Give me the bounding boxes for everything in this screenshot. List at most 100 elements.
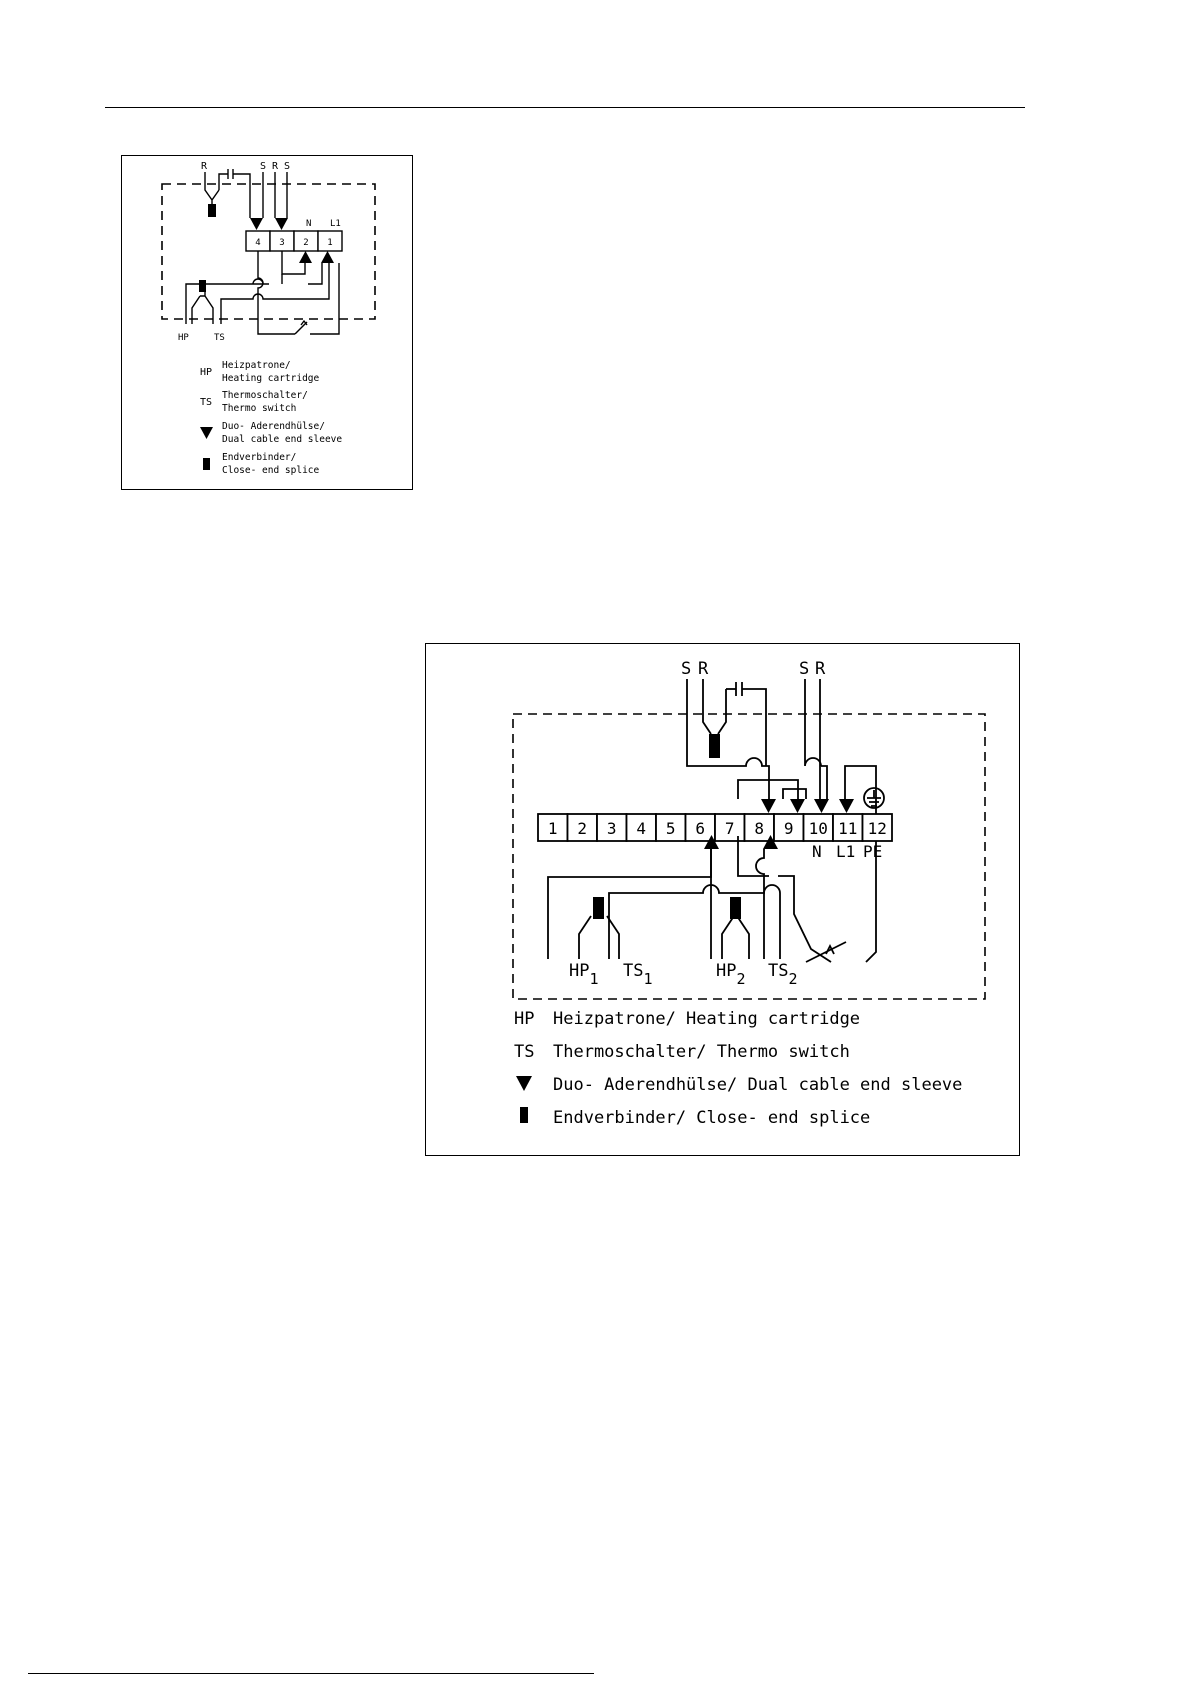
terminal-4 [625,813,657,842]
terminal-label: 3 [607,819,617,838]
label-sub: 2 [788,970,797,988]
triangle-icon [839,799,854,813]
triangle-icon [516,1076,532,1091]
top-label-r: R [201,161,208,172]
wire-bridge-small [782,788,807,799]
triangle-icon [250,218,263,230]
legend-text: Thermoschalter/ Thermo switch [553,1042,850,1062]
wire-n [281,251,306,275]
legend-symbol-ts: TS [200,397,212,408]
triangle-icon [299,251,312,263]
terminal-label: 2 [303,238,308,248]
splice-icon [593,897,604,919]
triangle-icon [321,251,334,263]
splice-icon [709,734,720,758]
housing-outline [161,183,376,320]
terminal-12 [861,813,893,842]
terminal-label: 7 [725,819,735,838]
terminal-2 [566,813,598,842]
terminal-11 [832,813,864,842]
terminal-name-n: N [306,219,311,229]
splice-icon [199,280,206,292]
wire-l [257,251,295,335]
legend-text: Thermoschalter/ [222,390,308,401]
terminal-name-l1: L1 [330,219,341,229]
terminal-8 [743,813,775,842]
terminal-name-pe: PE [863,842,882,861]
wire-s-right [804,679,828,799]
legend-text: Heizpatrone/ Heating cartridge [553,1009,860,1029]
terminal-10 [802,813,834,842]
terminal-6 [684,813,716,842]
legend-symbol-hp: HP [514,1009,534,1029]
bottom-label-hp1: HP1 [569,961,599,988]
label-main: TS [768,961,788,981]
triangle-icon [704,835,719,849]
footer-rule [28,1673,594,1674]
legend-symbol-hp: HP [200,367,212,378]
bottom-label-hp2: HP2 [716,961,746,988]
top-label-s: S [260,161,266,172]
terminal-label: 1 [548,819,558,838]
wiring-diagram-small: R S R S N L1 4 3 2 1 HP TS HP Heizpatron… [121,155,413,490]
triangle-icon [790,799,805,813]
legend-text: Thermo switch [222,403,296,414]
wire-splice-pair [721,915,750,959]
wire-capacitor-left [218,173,228,190]
bottom-label-ts1: TS1 [623,961,653,988]
legend-text: Close- end splice [222,465,320,476]
splice-icon [208,204,216,217]
terminal-9 [773,813,805,842]
terminal-label: 2 [577,819,587,838]
header-rule [105,107,1025,108]
wire-capacitor-right [233,173,251,218]
wire-splice-pair [578,915,620,959]
triangle-icon [275,218,288,230]
triangle-icon [763,835,778,849]
terminal-1 [317,230,343,252]
terminal-name-l1: L1 [836,842,855,861]
terminal-label: 11 [838,819,857,838]
terminal-5 [655,813,687,842]
earth-icon-lines [867,790,881,807]
top-label-r: R [815,659,826,679]
legend-text: Endverbinder/ [222,452,296,463]
terminal-name-n: N [812,842,822,861]
switch-mark [300,319,308,326]
terminal-label: 12 [868,819,887,838]
switch-mark [825,943,835,955]
wire-l1 [310,263,340,335]
top-label-r: R [272,161,279,172]
bottom-label-ts: TS [214,333,225,343]
legend-text: Duo- Aderendhülse/ [222,421,325,432]
top-label-s: S [799,659,809,679]
bottom-label-hp: HP [178,333,189,343]
terminal-label: 5 [666,819,676,838]
top-label-r: R [698,659,709,679]
triangle-icon [761,799,776,813]
wire-hp [185,283,259,324]
wire-to-switch [737,836,832,963]
terminal-label: 4 [255,238,260,248]
triangle-icon [814,799,829,813]
wire-r [204,172,220,204]
terminal-label: 8 [754,819,764,838]
legend-text: Dual cable end sleeve [222,434,342,445]
legend-text: Endverbinder/ Close- end splice [553,1108,870,1128]
terminal-label: 1 [327,238,332,248]
wire-hp1 [547,849,712,959]
splice-icon [730,897,741,919]
terminal-label: 4 [636,819,646,838]
wiring-diagram-small-svg: R S R S N L1 4 3 2 1 HP TS HP Heizpatron… [161,161,376,476]
legend-text: Heating cartridge [222,373,320,384]
label-sub: 2 [736,970,745,988]
earth-icon [863,787,885,809]
terminal-label: 9 [784,819,794,838]
housing-outline [512,713,986,1000]
wire-hp-to-2 [259,263,323,285]
label-sub: 1 [589,970,598,988]
wire-ts [220,263,330,324]
terminal-label: 3 [279,238,284,248]
label-main: TS [623,961,643,981]
